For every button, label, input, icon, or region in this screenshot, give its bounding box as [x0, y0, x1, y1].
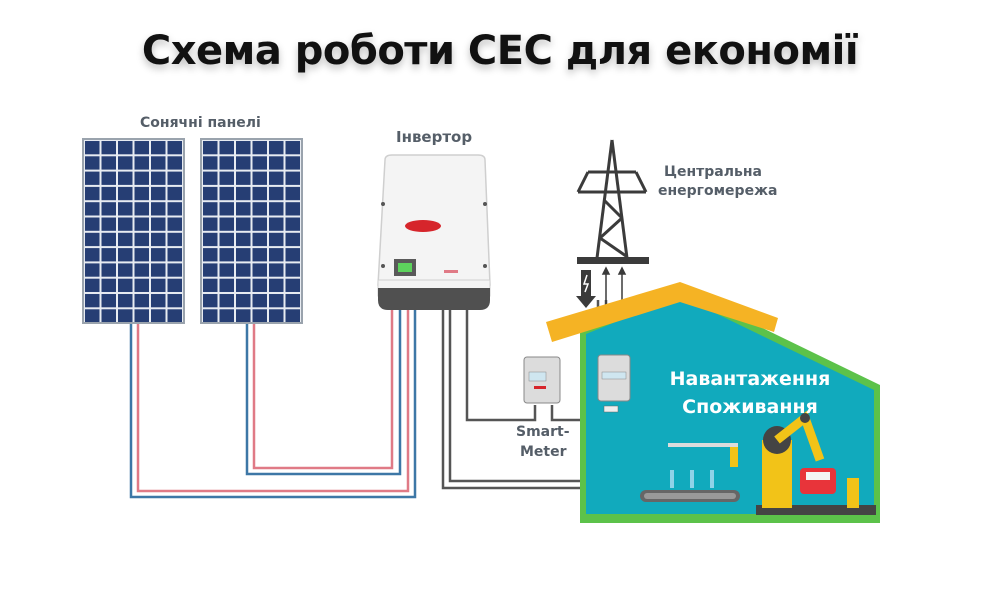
inverter-icon: [377, 154, 491, 310]
grid-meter-icon: [597, 354, 631, 413]
lightning-icon: [576, 270, 596, 308]
solar-panels-label: Сонячні панелі: [140, 115, 261, 131]
load-label-line1: Навантаження: [669, 368, 831, 390]
car-icon: [800, 468, 836, 494]
solar-panel-icon: [82, 138, 185, 324]
load-label-line2: Споживання: [682, 396, 818, 418]
power-tower-icon: [576, 139, 649, 264]
grid-label-line2: енергомережа: [658, 183, 778, 199]
solar-panel-icon: [200, 138, 303, 324]
smart-meter-label-line2: Meter: [520, 444, 567, 460]
robot-arm-icon: [756, 410, 876, 515]
house-icon: [546, 282, 880, 523]
diagram-title: Схема роботи СЕС для економії: [141, 28, 859, 74]
conveyor-icon: [640, 443, 740, 502]
inverter-label: Інвертор: [396, 128, 473, 146]
dc-wiring: [129, 310, 417, 499]
smart-meter-icon: [523, 356, 561, 404]
smart-meter-label-line1: Smart-: [516, 424, 570, 440]
grid-label-line1: Центральна: [664, 164, 762, 180]
